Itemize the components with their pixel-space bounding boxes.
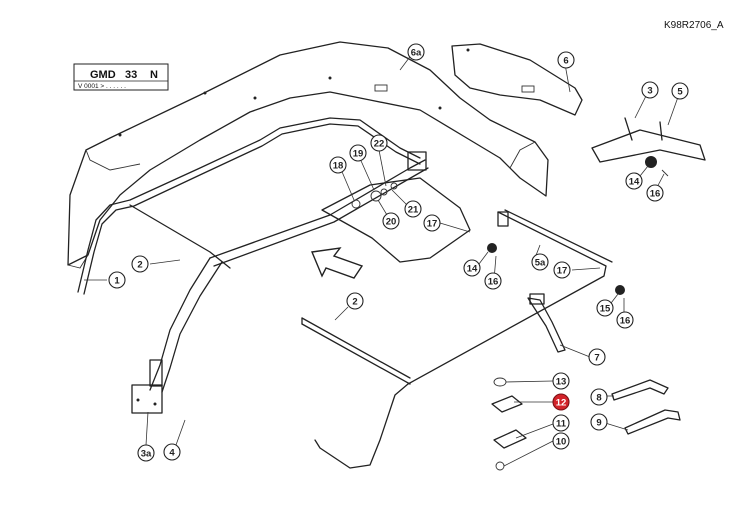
svg-text:3: 3 (647, 86, 652, 97)
callout-16-mid[interactable]: 16 (484, 272, 502, 290)
svg-text:20: 20 (386, 217, 397, 228)
lower-bar-2 (301, 317, 411, 385)
svg-text:11: 11 (556, 419, 567, 430)
callout-6[interactable]: 6 (557, 51, 575, 69)
callout-9[interactable]: 9 (590, 413, 608, 431)
callout-2-upper[interactable]: 2 (131, 255, 149, 273)
callout-17-right[interactable]: 17 (553, 261, 571, 279)
callout-11[interactable]: 11 (552, 414, 570, 432)
callout-4[interactable]: 4 (163, 443, 181, 461)
callout-3[interactable]: 3 (641, 81, 659, 99)
callout-5a[interactable]: 5a (531, 253, 549, 271)
callout-13[interactable]: 13 (552, 372, 570, 390)
svg-text:7: 7 (594, 353, 599, 364)
svg-text:16: 16 (620, 316, 631, 327)
svg-text:14: 14 (629, 177, 640, 188)
svg-text:16: 16 (488, 277, 499, 288)
tool-8 (611, 379, 669, 401)
callout-1[interactable]: 1 (108, 271, 126, 289)
svg-text:13: 13 (556, 377, 567, 388)
cover-6 (451, 43, 583, 116)
svg-text:10: 10 (556, 437, 567, 448)
callout-6a[interactable]: 6a (407, 43, 425, 61)
svg-text:5: 5 (677, 87, 683, 98)
callout-19[interactable]: 19 (349, 144, 367, 162)
wire-loop (321, 177, 471, 263)
lever-7 (527, 293, 566, 353)
svg-text:12: 12 (556, 398, 567, 409)
svg-text:1: 1 (114, 276, 120, 287)
tool-9 (624, 409, 681, 435)
rod-5a (314, 209, 613, 469)
model-name: GMD (90, 69, 116, 81)
svg-text:17: 17 (427, 219, 438, 230)
cover-6a (67, 41, 549, 269)
svg-text:2: 2 (352, 297, 357, 308)
small-parts-10-13 (491, 377, 527, 471)
washers (487, 243, 625, 295)
callout-14-right[interactable]: 14 (625, 172, 643, 190)
svg-text:9: 9 (596, 418, 601, 429)
svg-text:18: 18 (333, 161, 344, 172)
hardware-18-22 (351, 182, 398, 209)
model-suffix: N (150, 69, 158, 81)
reference-code: K98R2706_A (664, 20, 724, 31)
model-number: 33 (125, 69, 137, 81)
svg-text:15: 15 (600, 304, 611, 315)
callout-22[interactable]: 22 (370, 134, 388, 152)
svg-text:21: 21 (408, 205, 419, 216)
callout-10[interactable]: 10 (552, 432, 570, 450)
svg-text:16: 16 (650, 189, 661, 200)
svg-text:4: 4 (169, 448, 175, 459)
leaders (84, 53, 679, 467)
svg-text:5a: 5a (535, 258, 546, 269)
callout-8[interactable]: 8 (590, 388, 608, 406)
callout-16-upper-right[interactable]: 16 (646, 184, 664, 202)
model-box: GMD 33 N V 0001 > . . . . . . (73, 63, 169, 91)
callout-2-lower[interactable]: 2 (346, 292, 364, 310)
callout-14-mid[interactable]: 14 (463, 259, 481, 277)
svg-text:17: 17 (557, 266, 568, 277)
svg-text:19: 19 (353, 149, 364, 160)
callout-21[interactable]: 21 (404, 200, 422, 218)
callout-7[interactable]: 7 (588, 348, 606, 366)
svg-text:3a: 3a (141, 449, 152, 460)
callout-3a[interactable]: 3a (137, 444, 155, 462)
callout-18[interactable]: 18 (329, 156, 347, 174)
svg-text:6: 6 (563, 56, 568, 67)
direction-arrow (311, 247, 364, 279)
callout-16-lower-right[interactable]: 16 (616, 311, 634, 329)
svg-text:8: 8 (596, 393, 601, 404)
svg-text:2: 2 (137, 260, 142, 271)
svg-text:6a: 6a (411, 48, 422, 59)
svg-text:22: 22 (374, 139, 385, 150)
callout-15[interactable]: 15 (596, 299, 614, 317)
svg-text:14: 14 (467, 264, 478, 275)
callout-17-left[interactable]: 17 (423, 214, 441, 232)
main-bar (129, 151, 429, 414)
serial-range: V 0001 > . . . . . . (78, 83, 126, 90)
callout-5[interactable]: 5 (671, 82, 689, 100)
callout-12-highlighted[interactable]: 12 (552, 393, 570, 411)
callout-20[interactable]: 20 (382, 212, 400, 230)
frame-tube-1 (77, 117, 421, 295)
bracket-3-5 (591, 117, 706, 177)
